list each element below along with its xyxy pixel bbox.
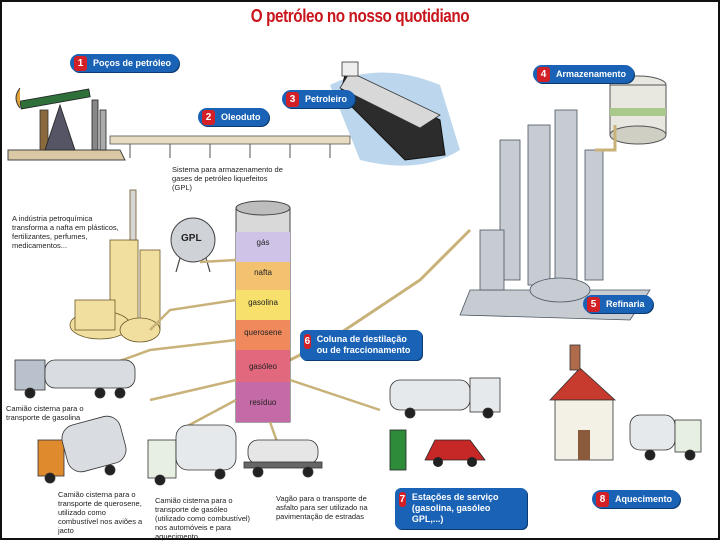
label-text: Aquecimento — [615, 494, 672, 504]
label-text: Petroleiro — [305, 94, 347, 104]
label-oleoduto: 2 Oleoduto — [198, 108, 269, 126]
column-band-nafta: nafta — [243, 268, 283, 277]
armazenamento-tank — [610, 76, 666, 144]
label-coluna-destilacao: 6 Coluna de destilação ou de fraccioname… — [300, 330, 422, 360]
label-number: 8 — [596, 492, 609, 507]
car-icon — [425, 440, 485, 467]
note-truck-kerosene: Camião cisterna para o transporte de que… — [58, 490, 143, 535]
gpl-tank-label: GPL — [181, 234, 202, 243]
column-band-querosene: querosene — [243, 328, 283, 337]
truck-gasoline — [15, 360, 135, 398]
petroleiro-tanker — [330, 62, 460, 166]
note-asphalt-wagon: Vagão para o transporte de asfalto para … — [276, 494, 371, 521]
label-number: 6 — [304, 334, 311, 349]
label-number: 7 — [399, 492, 406, 507]
label-text: Coluna de destilação ou de fraccionament… — [317, 334, 414, 356]
pumpjack-icon — [16, 88, 106, 150]
label-text: Armazenamento — [556, 69, 626, 79]
note-truck-gasoline: Camião cisterna para o transporte de gas… — [6, 404, 86, 422]
note-truck-diesel: Camião cisterna para o transporte de gas… — [155, 496, 255, 541]
oil-field-ground — [8, 150, 125, 160]
distillation-column — [236, 201, 290, 422]
label-armazenamento: 4 Armazenamento — [533, 65, 634, 83]
label-text: Oleoduto — [221, 112, 261, 122]
label-estacoes-de-servico: 7 Estações de serviço (gasolina, gasóleo… — [395, 488, 527, 529]
note-gpl-storage: Sistema para armazenamento de gases de p… — [172, 165, 284, 192]
gpl-sphere-icon — [171, 218, 215, 272]
label-number: 4 — [537, 67, 550, 82]
label-pocos-de-petroleo: 1 Poços de petróleo — [70, 54, 179, 72]
asphalt-wagon — [244, 440, 322, 477]
oleoduto-pipeline — [110, 136, 350, 158]
label-text: Poços de petróleo — [93, 58, 171, 68]
diagram-title: O petróleo no nosso quotidiano — [54, 6, 666, 27]
truck-service-station — [390, 378, 500, 418]
label-number: 1 — [74, 56, 87, 71]
petrochemical-plant — [70, 190, 160, 342]
label-text: Estações de serviço (gasolina, gasóleo G… — [412, 492, 519, 525]
label-refinaria: 5 Refinaria — [583, 295, 653, 313]
note-petrochemical: A indústria petroquímica transforma a na… — [12, 214, 127, 250]
truck-kerosene — [38, 413, 129, 483]
label-aquecimento: 8 Aquecimento — [592, 490, 680, 508]
gas-pump-icon — [390, 430, 406, 470]
label-text: Refinaria — [606, 299, 645, 309]
house-icon — [550, 345, 615, 460]
column-band-gasoleo: gasóleo — [243, 362, 283, 371]
truck-heating — [630, 415, 701, 460]
label-petroleiro: 3 Petroleiro — [282, 90, 355, 108]
column-band-gasolina: gasolina — [243, 298, 283, 307]
truck-diesel — [148, 425, 236, 485]
column-band-gas: gás — [243, 238, 283, 247]
label-number: 5 — [587, 297, 600, 312]
column-band-residuo: resíduo — [243, 398, 283, 407]
label-number: 3 — [286, 92, 299, 107]
label-number: 2 — [202, 110, 215, 125]
